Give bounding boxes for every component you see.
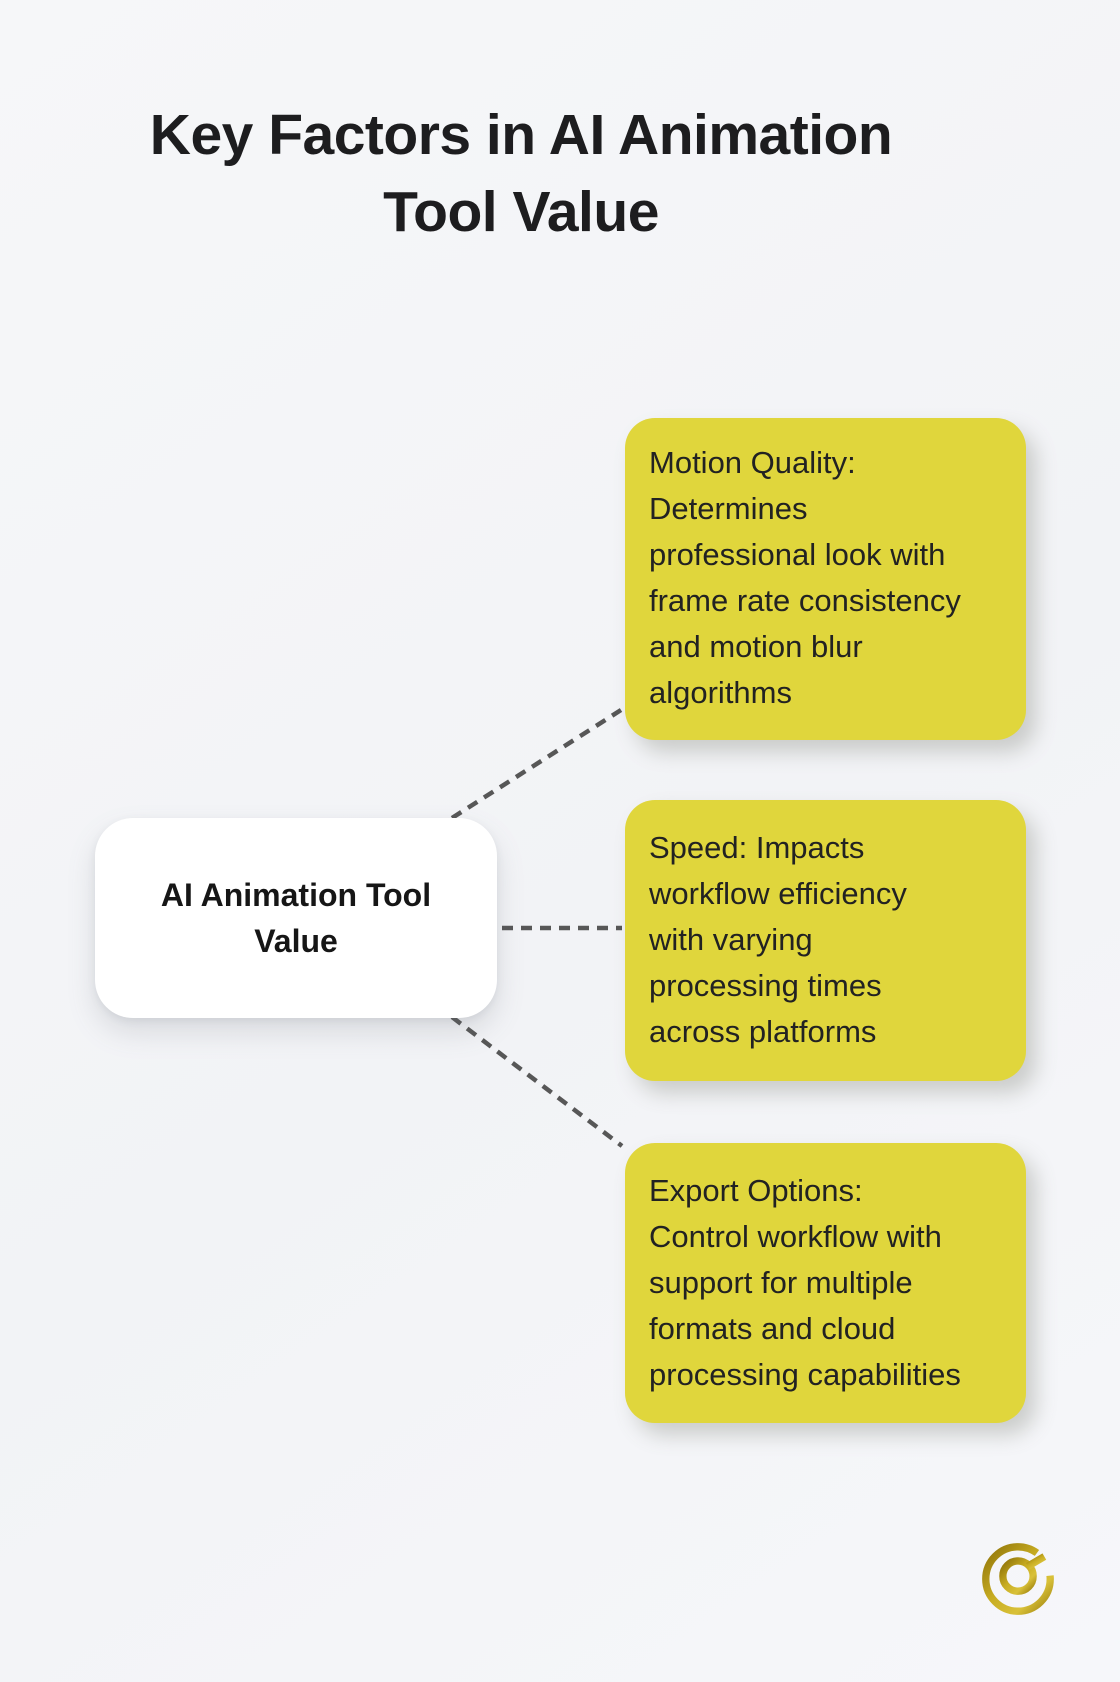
factor-text-speed: Speed: Impacts workflow efficiency with … bbox=[649, 830, 907, 1049]
gold-q-logo-icon bbox=[982, 1543, 1054, 1615]
connector-line-motion-quality bbox=[450, 708, 623, 820]
logo-outer-ring bbox=[982, 1543, 1054, 1615]
factor-box-export-options: Export Options: Control workflow with su… bbox=[625, 1143, 1026, 1423]
logo-diagonal-bar bbox=[1025, 1553, 1047, 1570]
factor-box-speed: Speed: Impacts workflow efficiency with … bbox=[625, 800, 1026, 1081]
factor-text-export-options: Export Options: Control workflow with su… bbox=[649, 1173, 961, 1392]
brand-logo bbox=[976, 1538, 1060, 1620]
factor-text-motion-quality: Motion Quality: Determines professional … bbox=[649, 445, 961, 710]
center-node: AI Animation Tool Value bbox=[95, 818, 497, 1018]
center-node-label: AI Animation Tool Value bbox=[160, 877, 432, 959]
page-title: Key Factors in AI Animation Tool Value bbox=[149, 103, 893, 244]
connector-line-export-options bbox=[450, 1015, 624, 1148]
factor-box-motion-quality: Motion Quality: Determines professional … bbox=[625, 418, 1026, 740]
